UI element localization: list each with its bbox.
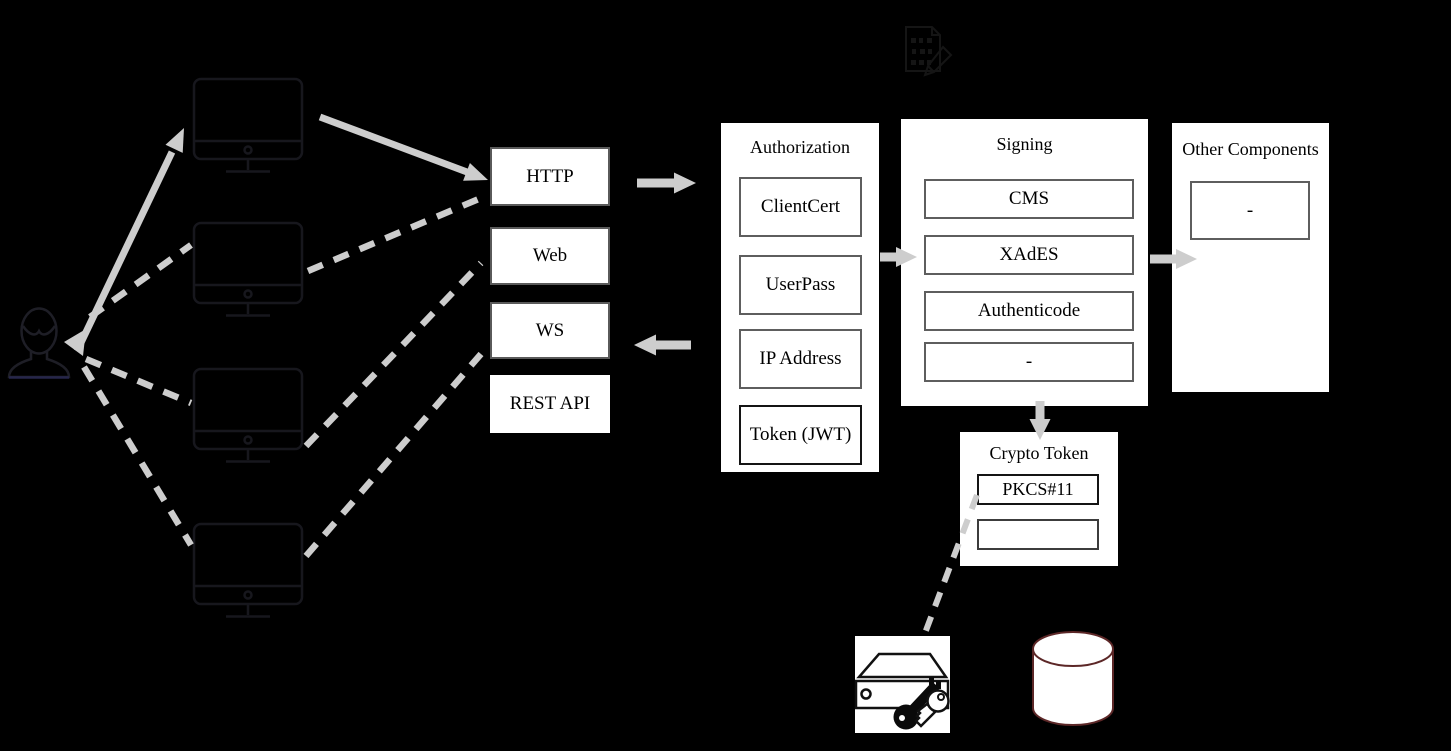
protocol-box-http: HTTP [490,147,610,206]
signer-xades: XAdES [924,235,1134,275]
other-component-placeholder: - [1190,181,1310,240]
other-components-panel: Other Components - [1172,123,1329,392]
signing-panel: Signing CMS XAdES Authenticode - [901,119,1148,406]
crypto-token-empty [977,519,1099,550]
monitor-icon [192,522,304,618]
connector-user-monitor1 [73,150,176,353]
connector-monitor2-http [306,195,483,274]
signed-document-pencil-icon [905,26,953,77]
signer-placeholder: - [924,342,1134,382]
auth-method-token-jwt: Token (JWT) [739,405,862,465]
protocol-box-rest-api: REST API [490,375,610,433]
monitor-icon [192,367,304,463]
arrowhead [64,329,86,356]
user-icon [7,307,71,379]
protocol-box-ws: WS [490,302,610,359]
arrowhead [634,334,656,356]
connector-monitor3-web [303,260,484,449]
arrowhead [165,128,184,153]
signing-title: Signing [996,134,1053,154]
authorization-title: Authorization [750,137,850,157]
db-label: DB [1058,654,1088,678]
auth-method-clientcert: ClientCert [739,177,862,237]
auth-method-userpass: UserPass [739,255,862,315]
other-components-title: Other Components [1182,139,1319,159]
connector-user-monitor4 [81,365,194,547]
connector-monitor1-http [318,113,469,176]
auth-method-ip-address: IP Address [739,329,862,389]
arrowhead [674,172,696,194]
crypto-token-title: Crypto Token [989,443,1089,463]
crypto-token-pkcs11: PKCS#11 [977,474,1099,505]
signer-authenticode: Authenticode [924,291,1134,331]
connector-user-monitor3 [84,356,193,406]
protocol-box-web: Web [490,227,610,285]
crypto-token-panel: Crypto Token PKCS#11 [960,432,1118,566]
monitor-icon [192,221,304,317]
connector-monitor4-ws [303,351,484,559]
arrowhead [463,163,488,181]
signer-cms: CMS [924,179,1134,219]
connector-user-monitor2 [88,242,193,320]
authorization-panel: Authorization ClientCert UserPass IP Add… [721,123,879,472]
hsm-keys-icon [854,636,950,733]
monitor-icon [192,77,304,173]
